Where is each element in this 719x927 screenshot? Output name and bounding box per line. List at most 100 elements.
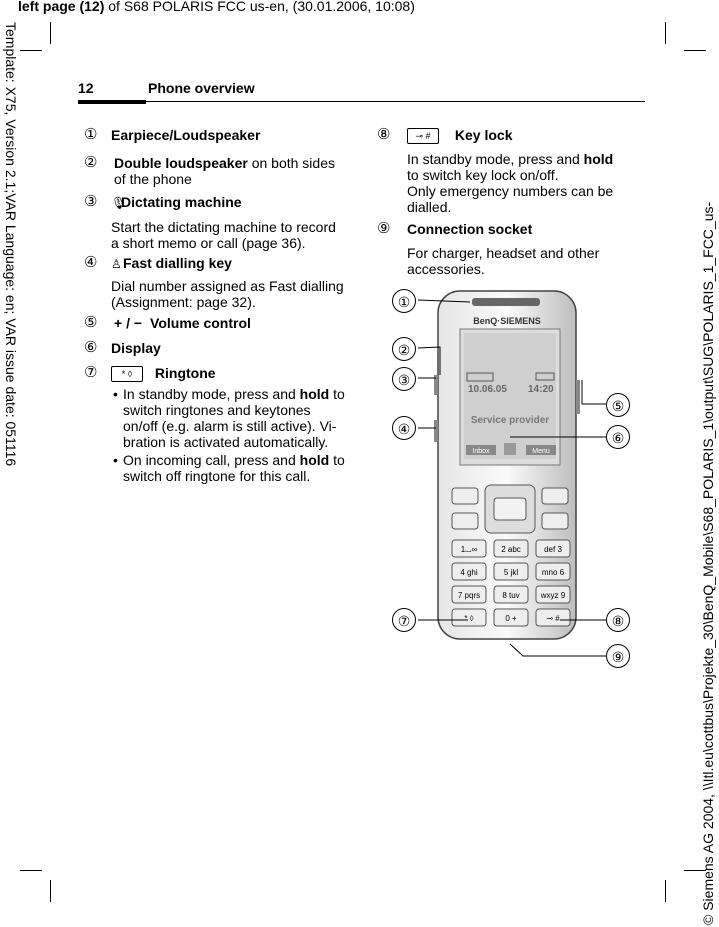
item-text: For charger, headset and other accessori… bbox=[407, 245, 600, 277]
callout-5: ⑤ bbox=[606, 393, 630, 417]
softkey-right-label: Menu bbox=[532, 448, 550, 455]
phone-brand: BenQ·SIEMENS bbox=[473, 316, 541, 326]
keypad-key-label: 0 + bbox=[505, 614, 517, 623]
keypad-key-label: 7 pqrs bbox=[458, 591, 480, 600]
display-provider: Service provider bbox=[471, 415, 549, 426]
softkey-left-button bbox=[451, 487, 479, 505]
callout-8: ⑧ bbox=[606, 608, 630, 632]
keypad-key bbox=[493, 539, 529, 558]
earpiece-slot bbox=[472, 298, 540, 306]
keypad-key-label: ⊸ # bbox=[546, 614, 560, 623]
item-4: ④ ♙Fast dialling key Dial number assigne… bbox=[84, 254, 346, 311]
keypad-key-label: 5 jkl bbox=[504, 568, 518, 577]
page-number: 12 bbox=[78, 80, 94, 96]
item-title: Earpiece/Loudspeaker bbox=[111, 127, 261, 143]
keypad-key-label: * ◊ bbox=[464, 614, 473, 623]
keypad-key bbox=[493, 562, 529, 581]
item-title: Fast dialling key bbox=[123, 255, 232, 271]
print-header-bold: left page (12) bbox=[18, 0, 105, 14]
item-title: Volume control bbox=[150, 315, 251, 331]
item-1: ① Earpiece/Loudspeaker bbox=[84, 127, 344, 144]
item-number: ⑥ bbox=[84, 339, 98, 356]
print-header: left page (12) of S68 POLARIS FCC us-en,… bbox=[18, 0, 415, 14]
phone-illustration: BenQ·SIEMENS 10.06.05 14:20 Service prov… bbox=[434, 290, 580, 640]
keypad-key bbox=[451, 539, 487, 558]
keypad-key bbox=[535, 539, 571, 558]
item-text: on both sides of the phone bbox=[114, 155, 335, 187]
crop-mark bbox=[684, 50, 706, 51]
side-key-left-2 bbox=[434, 420, 438, 442]
item-text-2: Only emergency numbers can be dialled. bbox=[407, 183, 614, 216]
callout-9: ⑨ bbox=[606, 644, 630, 668]
keypad-key bbox=[535, 585, 571, 604]
person-icon: ♙ bbox=[111, 257, 122, 271]
crop-mark bbox=[20, 870, 42, 871]
page-title: Phone overview bbox=[148, 80, 255, 96]
print-header-rest: of S68 POLARIS FCC us-en, (30.01.2006, 1… bbox=[104, 0, 415, 14]
callout-4: ④ bbox=[392, 416, 416, 440]
keypad-key-label: 8 tuv bbox=[502, 591, 519, 600]
keypad-key bbox=[451, 562, 487, 581]
bullet-item: In standby mode, press and hold to switc… bbox=[111, 386, 346, 450]
item-number: ⑨ bbox=[377, 220, 391, 237]
item-number: ⑧ bbox=[377, 126, 391, 143]
callout-3: ③ bbox=[392, 367, 416, 391]
signal-icon bbox=[466, 372, 494, 382]
item-title: Key lock bbox=[454, 127, 513, 143]
item-5: ⑤ + / − Volume control bbox=[84, 314, 346, 332]
callout-7: ⑦ bbox=[392, 608, 416, 632]
keypad-key bbox=[451, 608, 487, 627]
item-8: ⑧ ⊸ # Key lock In standby mode, press an… bbox=[377, 126, 627, 216]
item-number: ④ bbox=[84, 254, 98, 271]
item-title: Ringtone bbox=[154, 365, 216, 381]
navigation-center bbox=[493, 497, 527, 521]
keypad-key-label: wxyz 9 bbox=[540, 591, 566, 600]
item-2: ② Double loudspeaker on both sides of th… bbox=[84, 154, 346, 188]
item-number: ⑦ bbox=[84, 364, 98, 381]
crop-mark bbox=[665, 880, 666, 902]
item-text: Dial number assigned as Fast dialling (A… bbox=[111, 278, 344, 310]
crop-mark bbox=[665, 22, 666, 44]
item-title: Display bbox=[111, 340, 161, 356]
keypad-key-label: 1⌴∞ bbox=[461, 545, 478, 554]
callout-2: ② bbox=[392, 337, 416, 361]
item-text: Start the dictating machine to record a … bbox=[111, 219, 336, 251]
item-title: Double loudspeaker bbox=[114, 155, 248, 171]
item-number: ⑤ bbox=[84, 314, 98, 331]
item-text: In standby mode, press and hold to switc… bbox=[407, 151, 614, 184]
volume-keys-icon: + / − bbox=[114, 315, 143, 331]
header-rule-accent bbox=[78, 100, 146, 104]
keypad-key bbox=[535, 562, 571, 581]
item-7: ⑦ * ◊ Ringtone In standby mode, press an… bbox=[84, 364, 346, 485]
battery-icon bbox=[535, 372, 555, 381]
item-bullets: In standby mode, press and hold to switc… bbox=[111, 386, 346, 484]
item-6: ⑥ Display bbox=[84, 339, 346, 357]
keypad-key bbox=[493, 608, 529, 627]
keypad-key-label: 2 abc bbox=[501, 545, 521, 554]
item-number: ② bbox=[84, 154, 98, 171]
hash-key-icon: ⊸ # bbox=[407, 128, 439, 145]
item-title: Connection socket bbox=[407, 221, 533, 237]
softkey-right-button bbox=[541, 487, 569, 505]
keypad-key bbox=[451, 585, 487, 604]
crop-mark bbox=[20, 50, 42, 51]
crop-mark bbox=[50, 880, 51, 902]
softkey-left-label-bg bbox=[466, 445, 496, 455]
keypad-key-label: mno 6 bbox=[542, 568, 565, 577]
call-key bbox=[451, 512, 479, 530]
volume-key bbox=[576, 380, 580, 414]
callout-1: ① bbox=[392, 289, 416, 313]
header-rule bbox=[78, 101, 645, 102]
star-key-icon: * ◊ bbox=[111, 366, 143, 383]
callout-6: ⑥ bbox=[606, 425, 630, 449]
side-key-left bbox=[434, 375, 438, 395]
item-title: Dictating machine bbox=[121, 194, 242, 210]
crop-mark bbox=[684, 870, 706, 871]
end-key bbox=[541, 512, 569, 530]
menu-grid-icon bbox=[504, 443, 516, 455]
item-3: ③ 🎙Dictating machine Start the dictating… bbox=[84, 194, 346, 252]
display-date: 10.06.05 bbox=[468, 384, 507, 395]
display-screen bbox=[464, 333, 556, 459]
display-time: 14:20 bbox=[528, 384, 554, 395]
